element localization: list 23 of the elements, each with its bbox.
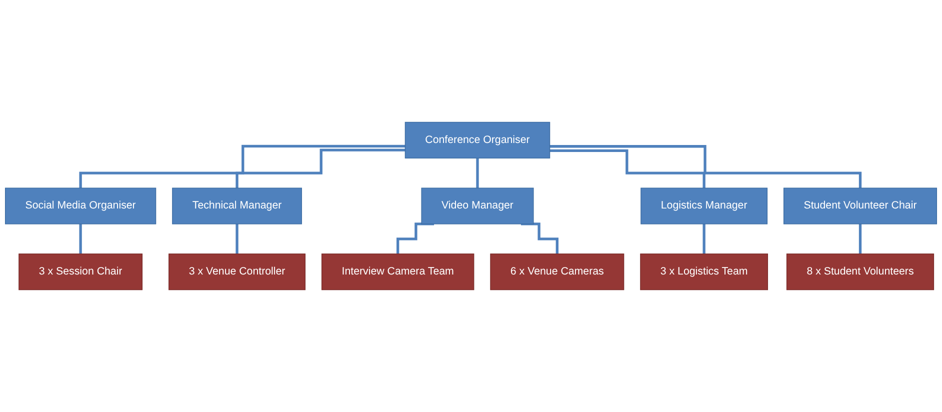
node-box: 3 x Venue Controller xyxy=(168,254,306,290)
node-box: Student Volunteer Chair xyxy=(783,188,938,224)
node-box: Technical Manager xyxy=(172,188,302,224)
node-box: 3 x Logistics Team xyxy=(640,254,768,290)
connector xyxy=(550,145,862,190)
node-box: 3 x Session Chair xyxy=(18,254,143,290)
connector xyxy=(550,149,706,190)
connector xyxy=(396,222,434,256)
connector xyxy=(236,148,406,190)
connector xyxy=(702,222,706,256)
node-box: 6 x Venue Cameras xyxy=(490,254,624,290)
node-box: Logistics Manager xyxy=(640,188,768,224)
connector xyxy=(236,222,238,256)
node-box: Social Media Organiser xyxy=(4,188,156,224)
node-box: Interview Camera Team xyxy=(321,254,474,290)
node-box: 8 x Student Volunteers xyxy=(786,254,934,290)
connector xyxy=(858,222,862,256)
connector xyxy=(79,144,406,190)
connector xyxy=(520,222,558,256)
connector xyxy=(79,222,82,256)
connector xyxy=(476,156,479,190)
node-box: Conference Organiser xyxy=(404,122,550,158)
node-box: Video Manager xyxy=(421,188,534,224)
